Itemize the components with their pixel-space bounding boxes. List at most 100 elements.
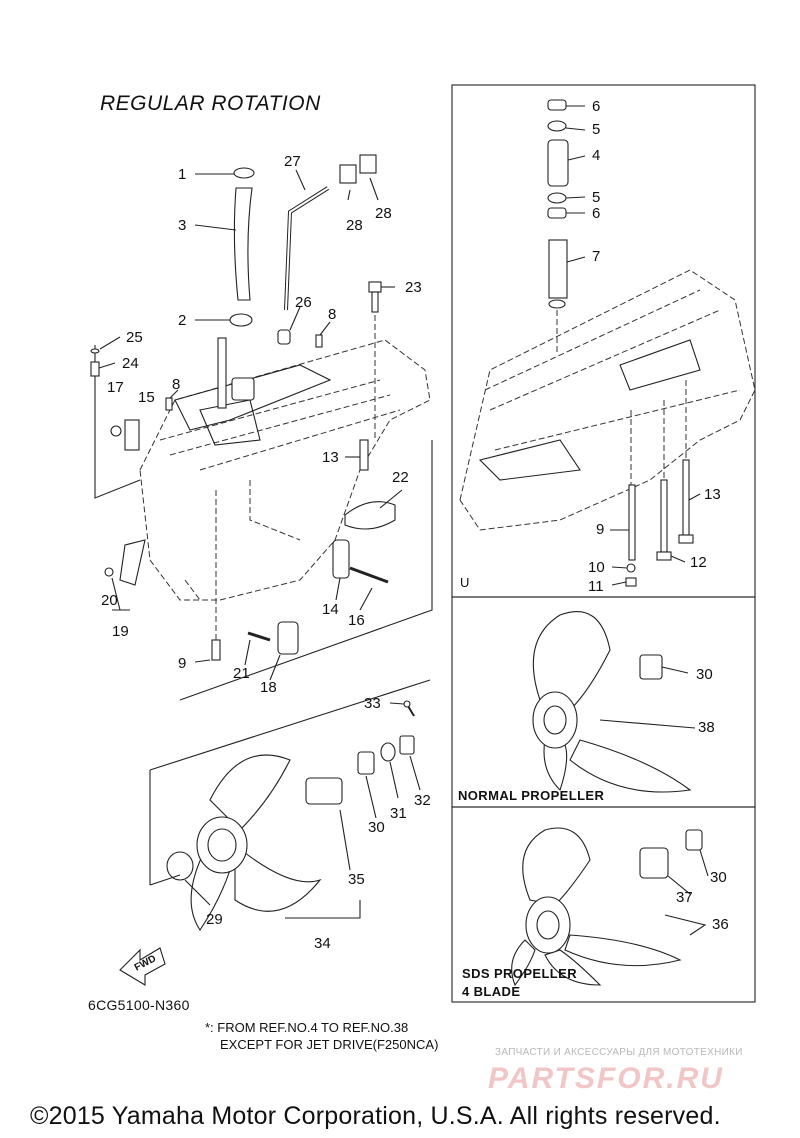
part-31-washer — [380, 742, 396, 762]
callout-4: 4 — [592, 147, 601, 164]
propeller-34-assembly — [190, 754, 322, 931]
callout-22: 22 — [392, 469, 409, 486]
callout-6-top: 6 — [592, 98, 601, 115]
callout-33: 33 — [364, 695, 381, 712]
callout-3: 3 — [178, 217, 187, 234]
watermark-tagline: ЗАПЧАСТИ И АКСЕССУАРЫ ДЛЯ МОТОТЕХНИКИ — [495, 1047, 743, 1058]
fwd-arrow-icon — [119, 947, 166, 986]
callout-10: 10 — [588, 559, 605, 576]
panel-sds-propeller-frame — [451, 806, 756, 1003]
sds-propeller-caption-line2: 4 BLADE — [462, 984, 521, 999]
callout-2: 2 — [178, 312, 187, 329]
callout-30-sds: 30 — [710, 869, 727, 886]
part-28-clip-a — [339, 164, 357, 184]
part-4-sleeve — [547, 139, 569, 187]
part-3-water-tube — [233, 187, 253, 301]
part-5-seal-bottom — [547, 192, 567, 204]
callout-5-bottom: 5 — [592, 189, 601, 206]
part-35-spline-washer — [305, 777, 343, 805]
callout-30-normal: 30 — [696, 666, 713, 683]
callout-35: 35 — [348, 871, 365, 888]
callout-21: 21 — [233, 665, 250, 682]
callout-30-left: 30 — [368, 819, 385, 836]
part-37-spline — [639, 847, 669, 879]
callout-26: 26 — [295, 294, 312, 311]
callout-37: 37 — [676, 889, 693, 906]
callout-16: 16 — [348, 612, 365, 629]
callout-19: 19 — [112, 623, 129, 640]
part-9-bolt — [211, 639, 221, 661]
leader-lines — [98, 105, 709, 906]
part-9-stud — [628, 484, 636, 561]
note-line-2: EXCEPT FOR JET DRIVE(F250NCA) — [220, 1036, 439, 1052]
drive-shaft-stub — [217, 337, 227, 409]
callout-18: 18 — [260, 679, 277, 696]
watermark-logo: PARTSFOR.RU — [488, 1062, 724, 1095]
callout-24: 24 — [122, 355, 139, 372]
part-2-seal — [229, 313, 253, 327]
callout-9-right: 9 — [596, 521, 605, 538]
part-11-nut — [625, 577, 637, 587]
callout-34: 34 — [314, 935, 331, 952]
callout-20: 20 — [101, 592, 118, 609]
part-5-seal-top — [547, 120, 567, 132]
part-15-plate — [124, 419, 140, 451]
lower-unit-housing — [139, 337, 431, 601]
callout-28-left: 28 — [346, 217, 363, 234]
part-33-cotter-pin — [403, 700, 411, 708]
part-32-nut — [399, 735, 415, 755]
sds-propeller-4-blade — [511, 827, 682, 987]
part-18-cover — [277, 621, 299, 655]
part-6-bushing-top — [547, 99, 567, 111]
callout-11: 11 — [588, 578, 604, 595]
part-10-washer — [626, 563, 636, 573]
copyright-notice: ©2015 Yamaha Motor Corporation, U.S.A. A… — [30, 1102, 721, 1130]
part-28-clip-b — [359, 154, 377, 174]
part-17-bolt — [110, 425, 122, 437]
callout-29: 29 — [206, 911, 223, 928]
part-12-bolt — [660, 479, 668, 553]
callout-36: 36 — [712, 916, 729, 933]
callout-32: 32 — [414, 792, 431, 809]
part-7-tube — [548, 239, 568, 299]
part-13-bolt-u — [682, 459, 690, 536]
part-30-spacer — [357, 751, 375, 775]
callout-9-left: 9 — [178, 655, 187, 672]
part-1-grommet — [233, 167, 255, 179]
diagram-title: REGULAR ROTATION — [100, 92, 321, 115]
part-14-anode — [332, 539, 350, 579]
normal-propeller-38 — [532, 611, 692, 793]
callout-6-bottom: 6 — [592, 205, 601, 222]
callout-7: 7 — [592, 248, 601, 265]
part-23-bolt — [371, 291, 379, 313]
part-26-grommet — [277, 329, 291, 345]
diagram-code: 6CG5100-N360 — [88, 997, 190, 1013]
callout-8-left: 8 — [172, 376, 181, 393]
callout-28-right: 28 — [375, 205, 392, 222]
callout-38: 38 — [698, 719, 715, 736]
part-30-spacer-normal — [639, 654, 663, 680]
part-24-screw — [90, 361, 100, 377]
callout-25: 25 — [126, 329, 143, 346]
callout-27: 27 — [284, 153, 301, 170]
part-30-spacer-sds — [685, 829, 703, 851]
applicability-note: *: FROM REF.NO.4 TO REF.NO.38 EXCEPT FOR… — [205, 1020, 438, 1054]
callout-23: 23 — [405, 279, 422, 296]
part-22-trim-tab — [344, 501, 396, 530]
part-29-thrust-washer — [166, 851, 194, 881]
u-panel-label: U — [460, 575, 470, 590]
callout-5-top: 5 — [592, 121, 601, 138]
part-8-dowel-a — [315, 334, 323, 348]
part-6-bushing-bottom — [547, 207, 567, 219]
callout-13-left: 13 — [322, 449, 339, 466]
part-25-washer — [90, 348, 100, 354]
callout-12: 12 — [690, 554, 707, 571]
part-13-bolt — [359, 439, 369, 471]
callout-1: 1 — [178, 166, 187, 183]
callout-17: 17 — [107, 379, 124, 396]
part-20-cover — [119, 539, 146, 586]
part-8-dowel-b — [165, 397, 173, 411]
callout-14: 14 — [322, 601, 339, 618]
callout-15: 15 — [138, 389, 155, 406]
